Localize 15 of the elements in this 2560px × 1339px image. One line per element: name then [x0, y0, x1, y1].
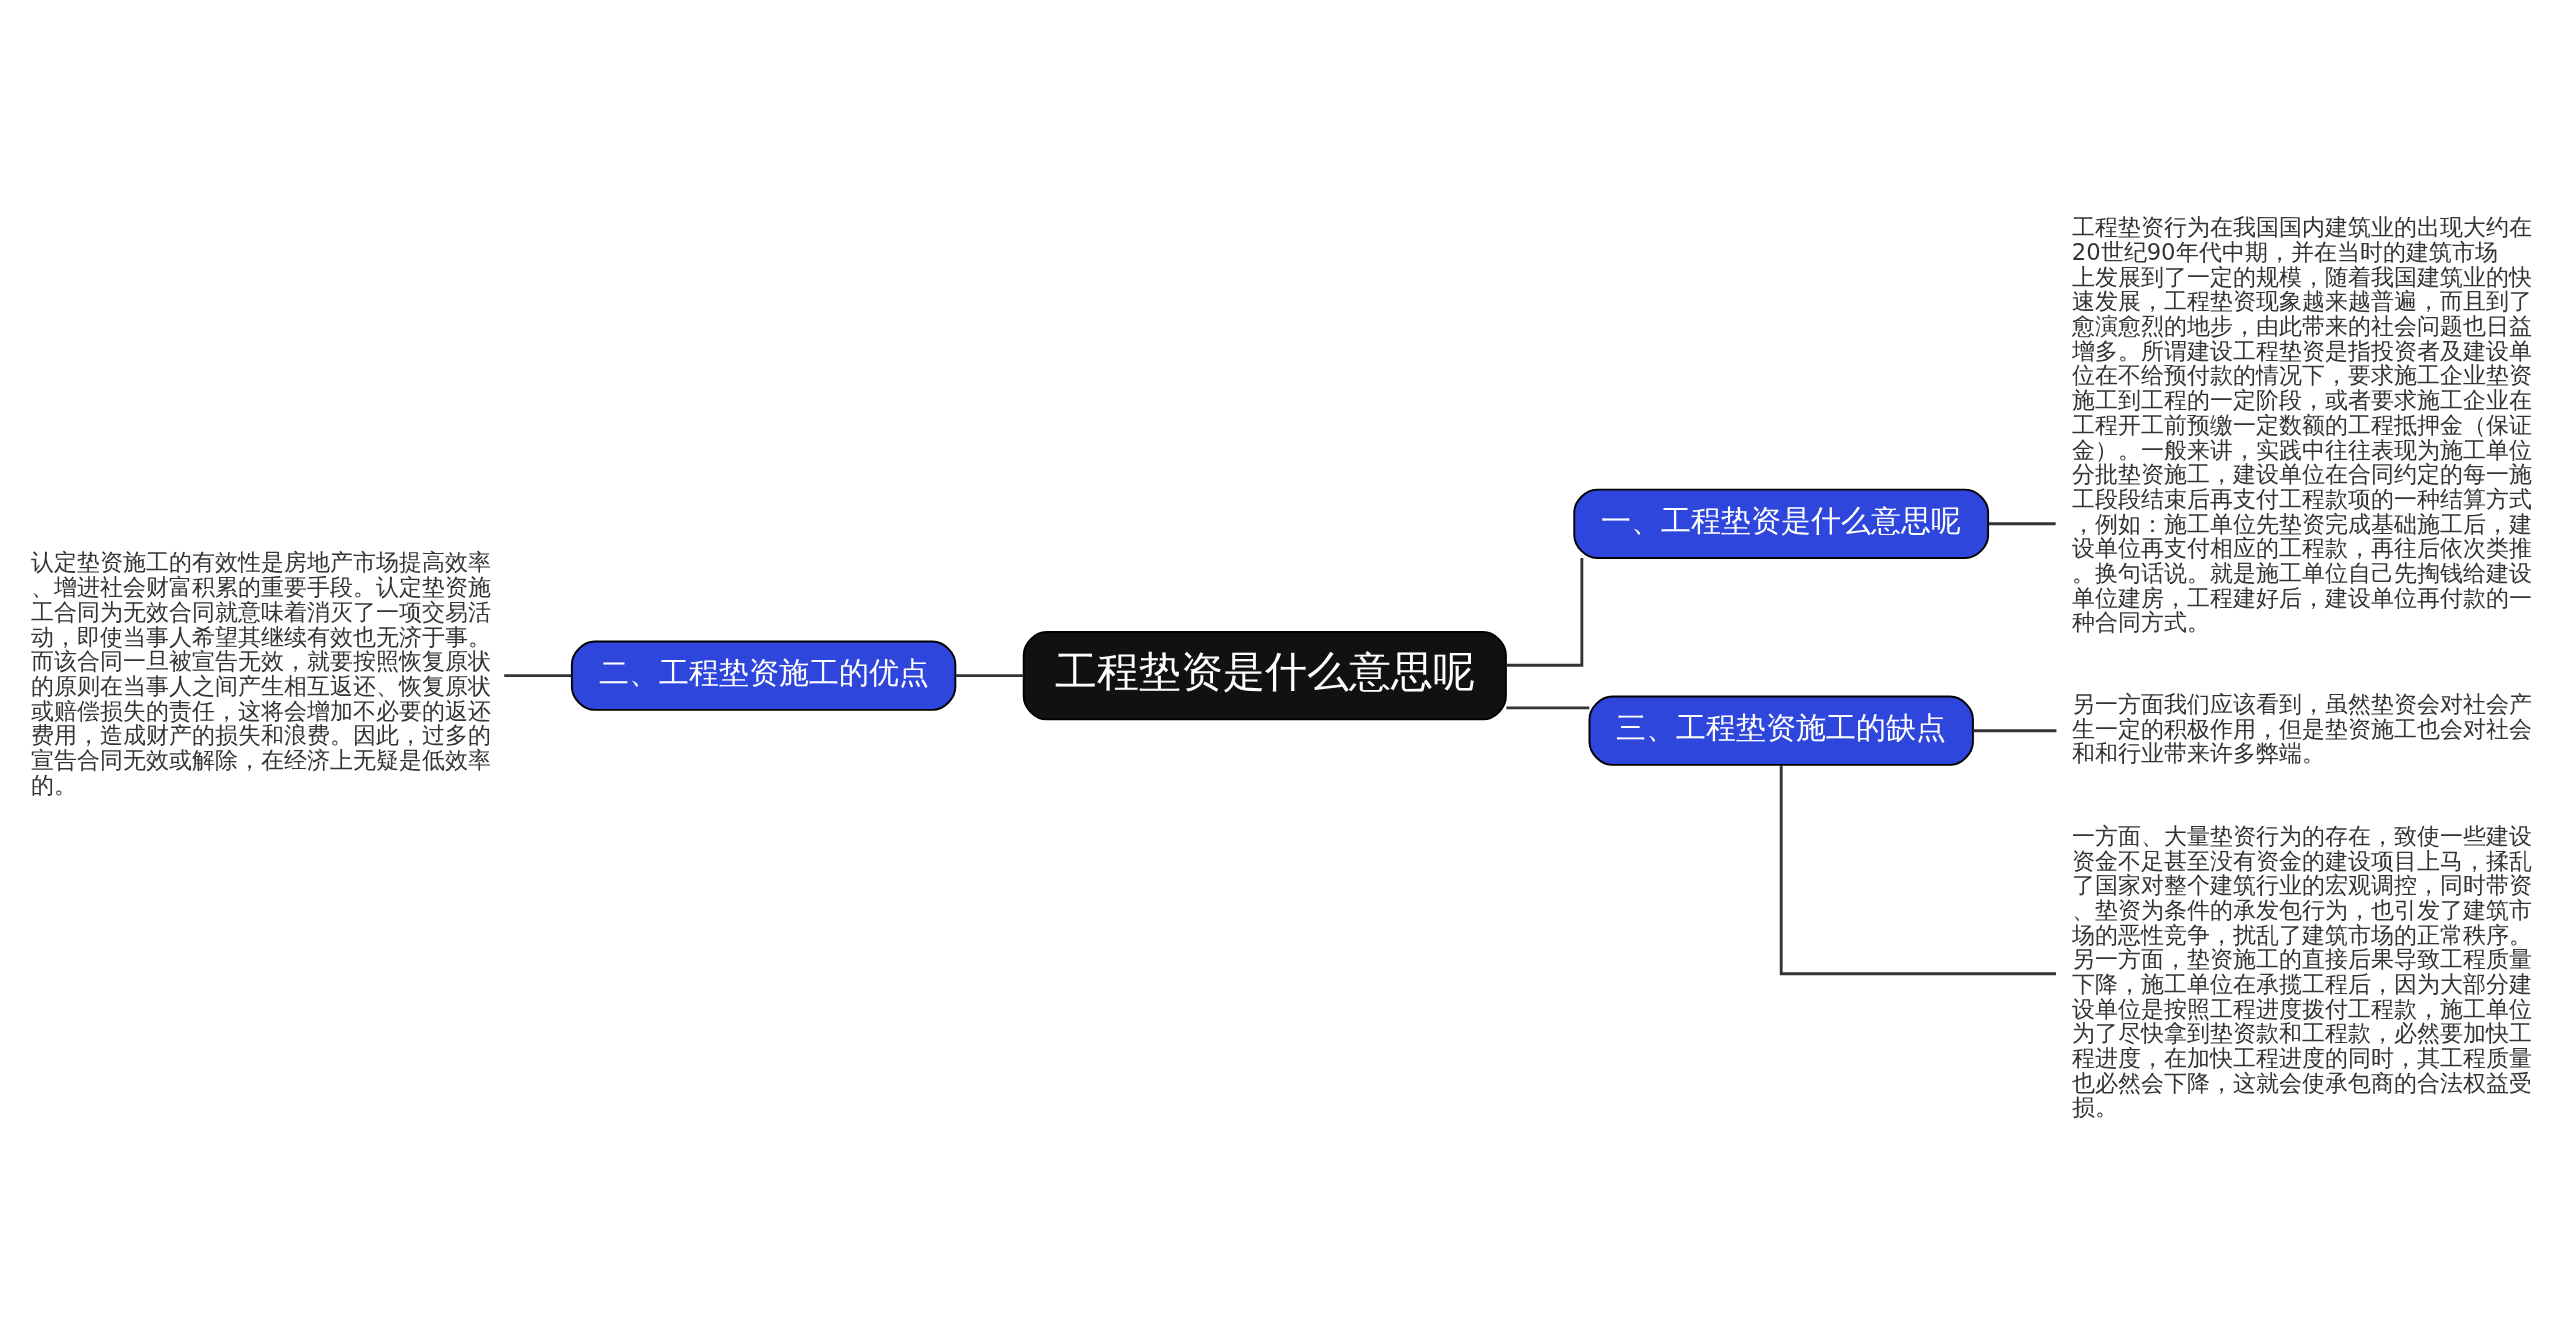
node-box: 二、工程垫资施工的优点 [570, 640, 957, 711]
node-box: 三、工程垫资施工的缺点 [1588, 695, 1974, 766]
connector [504, 674, 572, 678]
connector [1506, 706, 1590, 710]
node-text: 另一方面我们应该看到，虽然垫资会对社会产生一定的积极作用，但是垫资施工也会对社会和和行业带来许多弊端。 [2071, 690, 2532, 767]
connector [955, 674, 1024, 678]
node-text: 工程垫资行为在我国国内建筑业的出现大约在20世纪90年代中期，并在当时的建筑市场上发展到了一定的规模，随着我国建筑业的快速发展，工程垫资现象越来越普遍，而且到了愈演愈烈的地步，由此带来的社会问题也日益增多。所谓建设工程垫资是指投资者及建设单位在不给预付款的情况下，要求施工企业垫资施工到工程的一定阶段，或者要求施工企业在工程开工前预缴一定数额的工程抵押金（保证金）。一般来讲，实践中往往表现为施工单位分批垫资施工，建设单位在合同约定的每一施工段段结束后再支付工程款项的一种结算方式，例如：施工单位先垫资完成基础施工后，建设单位再支付相应的工程款，再往后依次类推。换句话说。就是施工单位自己先掏钱给建设单位建房，工程建好后，建设单位再付款的一种合同方式。 [2071, 214, 2532, 636]
node-text: 认定垫资施工的有效性是房地产市场提高效率、增进社会财富积累的重要手段。认定垫资施工合同为无效合同就意味着消灭了一项交易活动，即使当事人希望其继续有效也无济于事。而该合同一旦被宣告无效，就要按照恢复原状的原则在当事人之间产生相互返还、恢复原状或赔偿损失的责任，这将会增加不必要的返还费用，造成财产的损失和浪费。因此，过多的宣告合同无效或解除，在经济上无疑是低效率的。 [30, 549, 491, 798]
connector [1988, 522, 2056, 526]
connector [1506, 558, 1584, 667]
node-box: 工程垫资是什么意思呢 [1022, 631, 1507, 721]
connector [1973, 729, 2057, 733]
node-text: 一方面、大量垫资行为的存在，致使一些建设资金不足甚至没有资金的建设项目上马，揉乱了国家对整个建筑行业的宏观调控，同时带资、垫资为条件的承发包行为，也引发了建筑市场的恶性竞争，扰乱了建筑市场的正常秩序。另一方面，垫资施工的直接后果导致工程质量下降，施工单位在承揽工程后，因为大部分建设单位是按照工程进度拨付工程款，施工单位为了尽快拿到垫资款和工程款，必然要加快工程进度，在加快工程进度的同时，其工程质量也必然会下降，这就会使承包商的合法权益受损。 [2071, 822, 2532, 1121]
node-box: 一、工程垫资是什么意思呢 [1573, 488, 1990, 559]
connector [1779, 765, 2056, 976]
